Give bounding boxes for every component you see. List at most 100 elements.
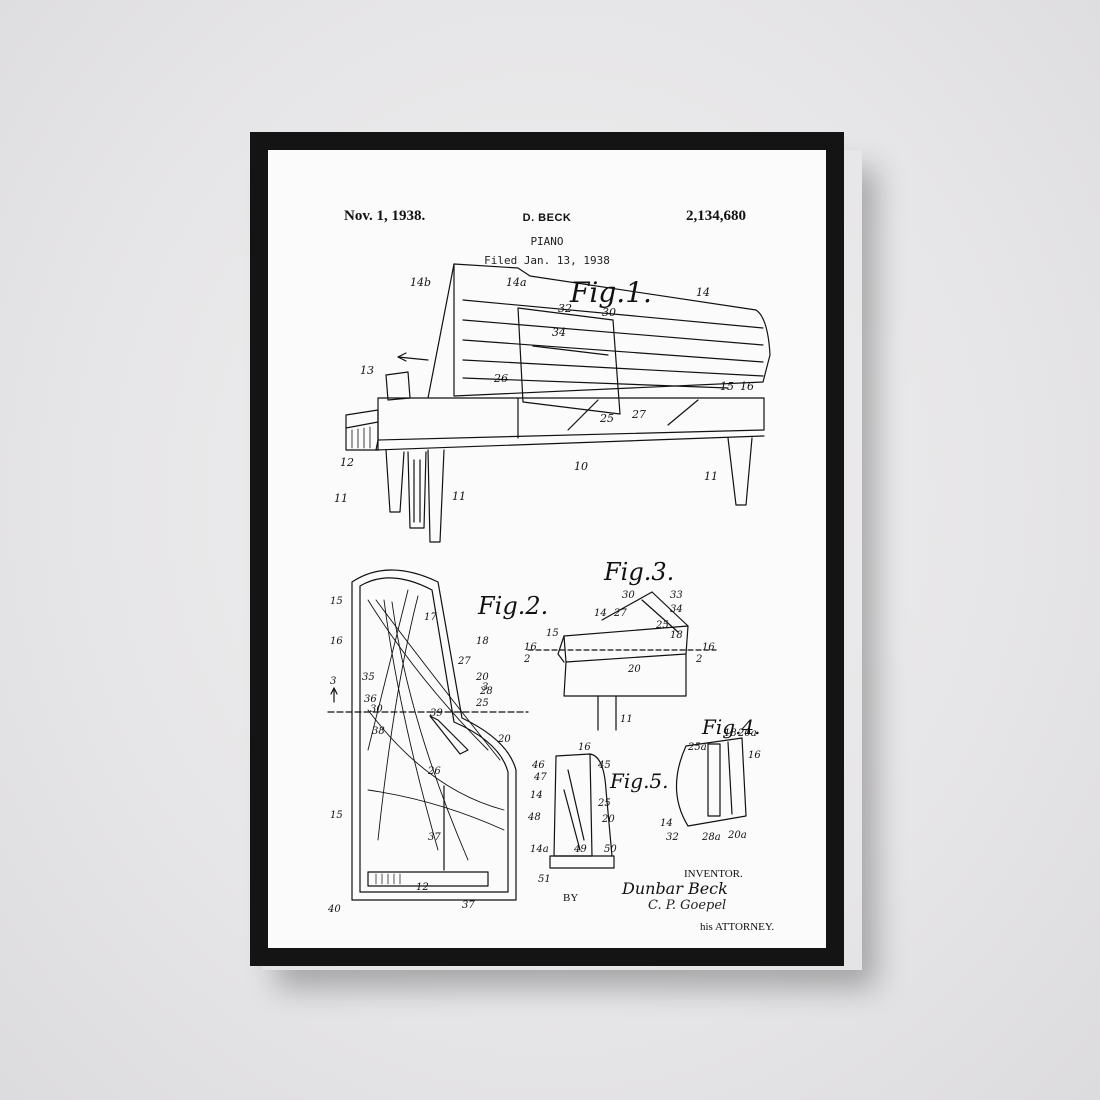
svg-text:20: 20: [497, 734, 511, 745]
fig1-reference-numbers: 14b 14a 32 30 14 34 13 26 15 16 25 27 12…: [334, 276, 754, 505]
svg-text:11: 11: [334, 492, 348, 505]
svg-text:20a: 20a: [727, 830, 747, 841]
svg-text:11: 11: [620, 714, 633, 725]
svg-text:38: 38: [372, 726, 385, 737]
svg-text:15: 15: [330, 596, 343, 607]
svg-text:20: 20: [475, 672, 489, 683]
svg-text:11: 11: [452, 490, 466, 503]
svg-text:28: 28: [479, 686, 493, 697]
svg-text:20a: 20a: [737, 728, 757, 739]
svg-text:27: 27: [613, 608, 627, 619]
svg-text:34: 34: [552, 326, 566, 339]
fig5-label: Fig.5.: [609, 769, 669, 793]
poster-frame: Nov. 1, 1938. D. BECK 2,134,680 PIANO Fi…: [250, 132, 844, 966]
svg-text:13: 13: [360, 364, 374, 377]
svg-text:12: 12: [340, 456, 354, 469]
inventor-label: INVENTOR.: [684, 868, 743, 880]
svg-text:37: 37: [428, 832, 441, 843]
svg-text:25: 25: [655, 620, 669, 631]
svg-text:48: 48: [527, 812, 541, 823]
svg-text:32: 32: [558, 302, 572, 315]
svg-text:30: 30: [370, 704, 383, 715]
fig3-section-drawing: [527, 591, 717, 731]
fig2-plan-drawing: [327, 569, 529, 901]
svg-text:20: 20: [601, 814, 615, 825]
svg-text:14b: 14b: [410, 276, 431, 289]
svg-text:25: 25: [597, 798, 611, 809]
svg-text:16: 16: [330, 636, 343, 647]
svg-text:47: 47: [533, 772, 547, 783]
patent-date: Nov. 1, 1938.: [344, 208, 426, 224]
svg-text:18: 18: [476, 636, 489, 647]
svg-text:26: 26: [493, 372, 508, 385]
svg-text:15: 15: [330, 810, 343, 821]
svg-text:49: 49: [573, 844, 587, 855]
svg-text:34: 34: [670, 604, 683, 615]
svg-text:28a: 28a: [701, 832, 721, 843]
svg-text:35: 35: [362, 672, 375, 683]
svg-text:46: 46: [531, 760, 545, 771]
svg-text:10: 10: [574, 460, 588, 473]
svg-text:12: 12: [416, 882, 429, 893]
svg-text:16: 16: [740, 380, 754, 393]
svg-text:15: 15: [720, 380, 734, 393]
svg-text:16: 16: [578, 742, 591, 753]
svg-text:25a: 25a: [687, 742, 707, 753]
svg-text:3: 3: [330, 676, 336, 687]
patent-print: Nov. 1, 1938. D. BECK 2,134,680 PIANO Fi…: [268, 150, 826, 948]
svg-text:16: 16: [524, 642, 537, 653]
attorney-label: his ATTORNEY.: [700, 921, 775, 933]
fig3-reference-numbers: 30 33 14 27 34 25 18 15 16 2 16 2 20 11: [523, 590, 715, 725]
patent-filed-date: Filed Jan. 13, 1938: [484, 254, 610, 267]
fig4-detail-drawing: [675, 737, 747, 827]
svg-text:14: 14: [594, 608, 607, 619]
svg-text:25: 25: [599, 412, 614, 425]
svg-text:18: 18: [724, 728, 737, 739]
patent-number: 2,134,680: [686, 208, 746, 224]
svg-text:39: 39: [430, 708, 443, 719]
svg-text:30: 30: [602, 306, 616, 319]
patent-title: PIANO: [530, 235, 564, 248]
patent-drawing: 14b 14a 32 30 14 34 13 26 15 16 25 27 12…: [327, 263, 771, 915]
svg-text:17: 17: [424, 612, 437, 623]
svg-text:2: 2: [695, 654, 702, 665]
svg-text:25: 25: [475, 698, 489, 709]
svg-text:14a: 14a: [506, 276, 527, 289]
fig1-label: Fig.1.: [569, 276, 652, 309]
svg-text:18: 18: [670, 630, 683, 641]
svg-text:14: 14: [530, 790, 543, 801]
inventor-signature: Dunbar Beck: [622, 879, 728, 898]
svg-text:14a: 14a: [530, 844, 549, 855]
svg-text:2: 2: [523, 654, 530, 665]
svg-text:20: 20: [627, 664, 641, 675]
svg-text:14: 14: [660, 818, 673, 829]
svg-text:15: 15: [546, 628, 559, 639]
patent-inventor: D. BECK: [522, 212, 572, 224]
svg-text:3: 3: [482, 682, 488, 693]
svg-text:27: 27: [631, 408, 646, 421]
svg-text:11: 11: [704, 470, 718, 483]
svg-text:33: 33: [670, 590, 683, 601]
fig5-reference-numbers: 16 46 47 45 14 25 48 20 14a 49 50 51: [527, 742, 617, 885]
svg-text:50: 50: [604, 844, 617, 855]
svg-text:16: 16: [702, 642, 715, 653]
svg-text:32: 32: [666, 832, 679, 843]
fig2-reference-numbers: 15 16 17 18 27 20 28 25 3 35 36 30 39 38…: [327, 596, 511, 915]
svg-text:40: 40: [327, 904, 341, 915]
svg-text:16: 16: [748, 750, 761, 761]
fig1-piano-drawing: [345, 263, 771, 543]
svg-text:45: 45: [597, 760, 611, 771]
svg-text:26: 26: [427, 766, 441, 777]
svg-text:51: 51: [538, 874, 551, 885]
by-label: BY: [563, 892, 579, 904]
svg-text:36: 36: [364, 694, 377, 705]
fig3-label: Fig.3.: [603, 558, 674, 586]
attorney-signature: C. P. Goepel: [648, 898, 727, 913]
svg-text:30: 30: [622, 590, 635, 601]
svg-text:37: 37: [462, 900, 475, 911]
fig4-reference-numbers: 25a 18 20a 16 14 32 28a 20a: [660, 728, 761, 843]
fig4-label: Fig.4.: [701, 715, 761, 739]
fig5-section-drawing: [549, 753, 615, 869]
svg-text:27: 27: [457, 656, 471, 667]
fig2-label: Fig.2.: [477, 592, 548, 620]
